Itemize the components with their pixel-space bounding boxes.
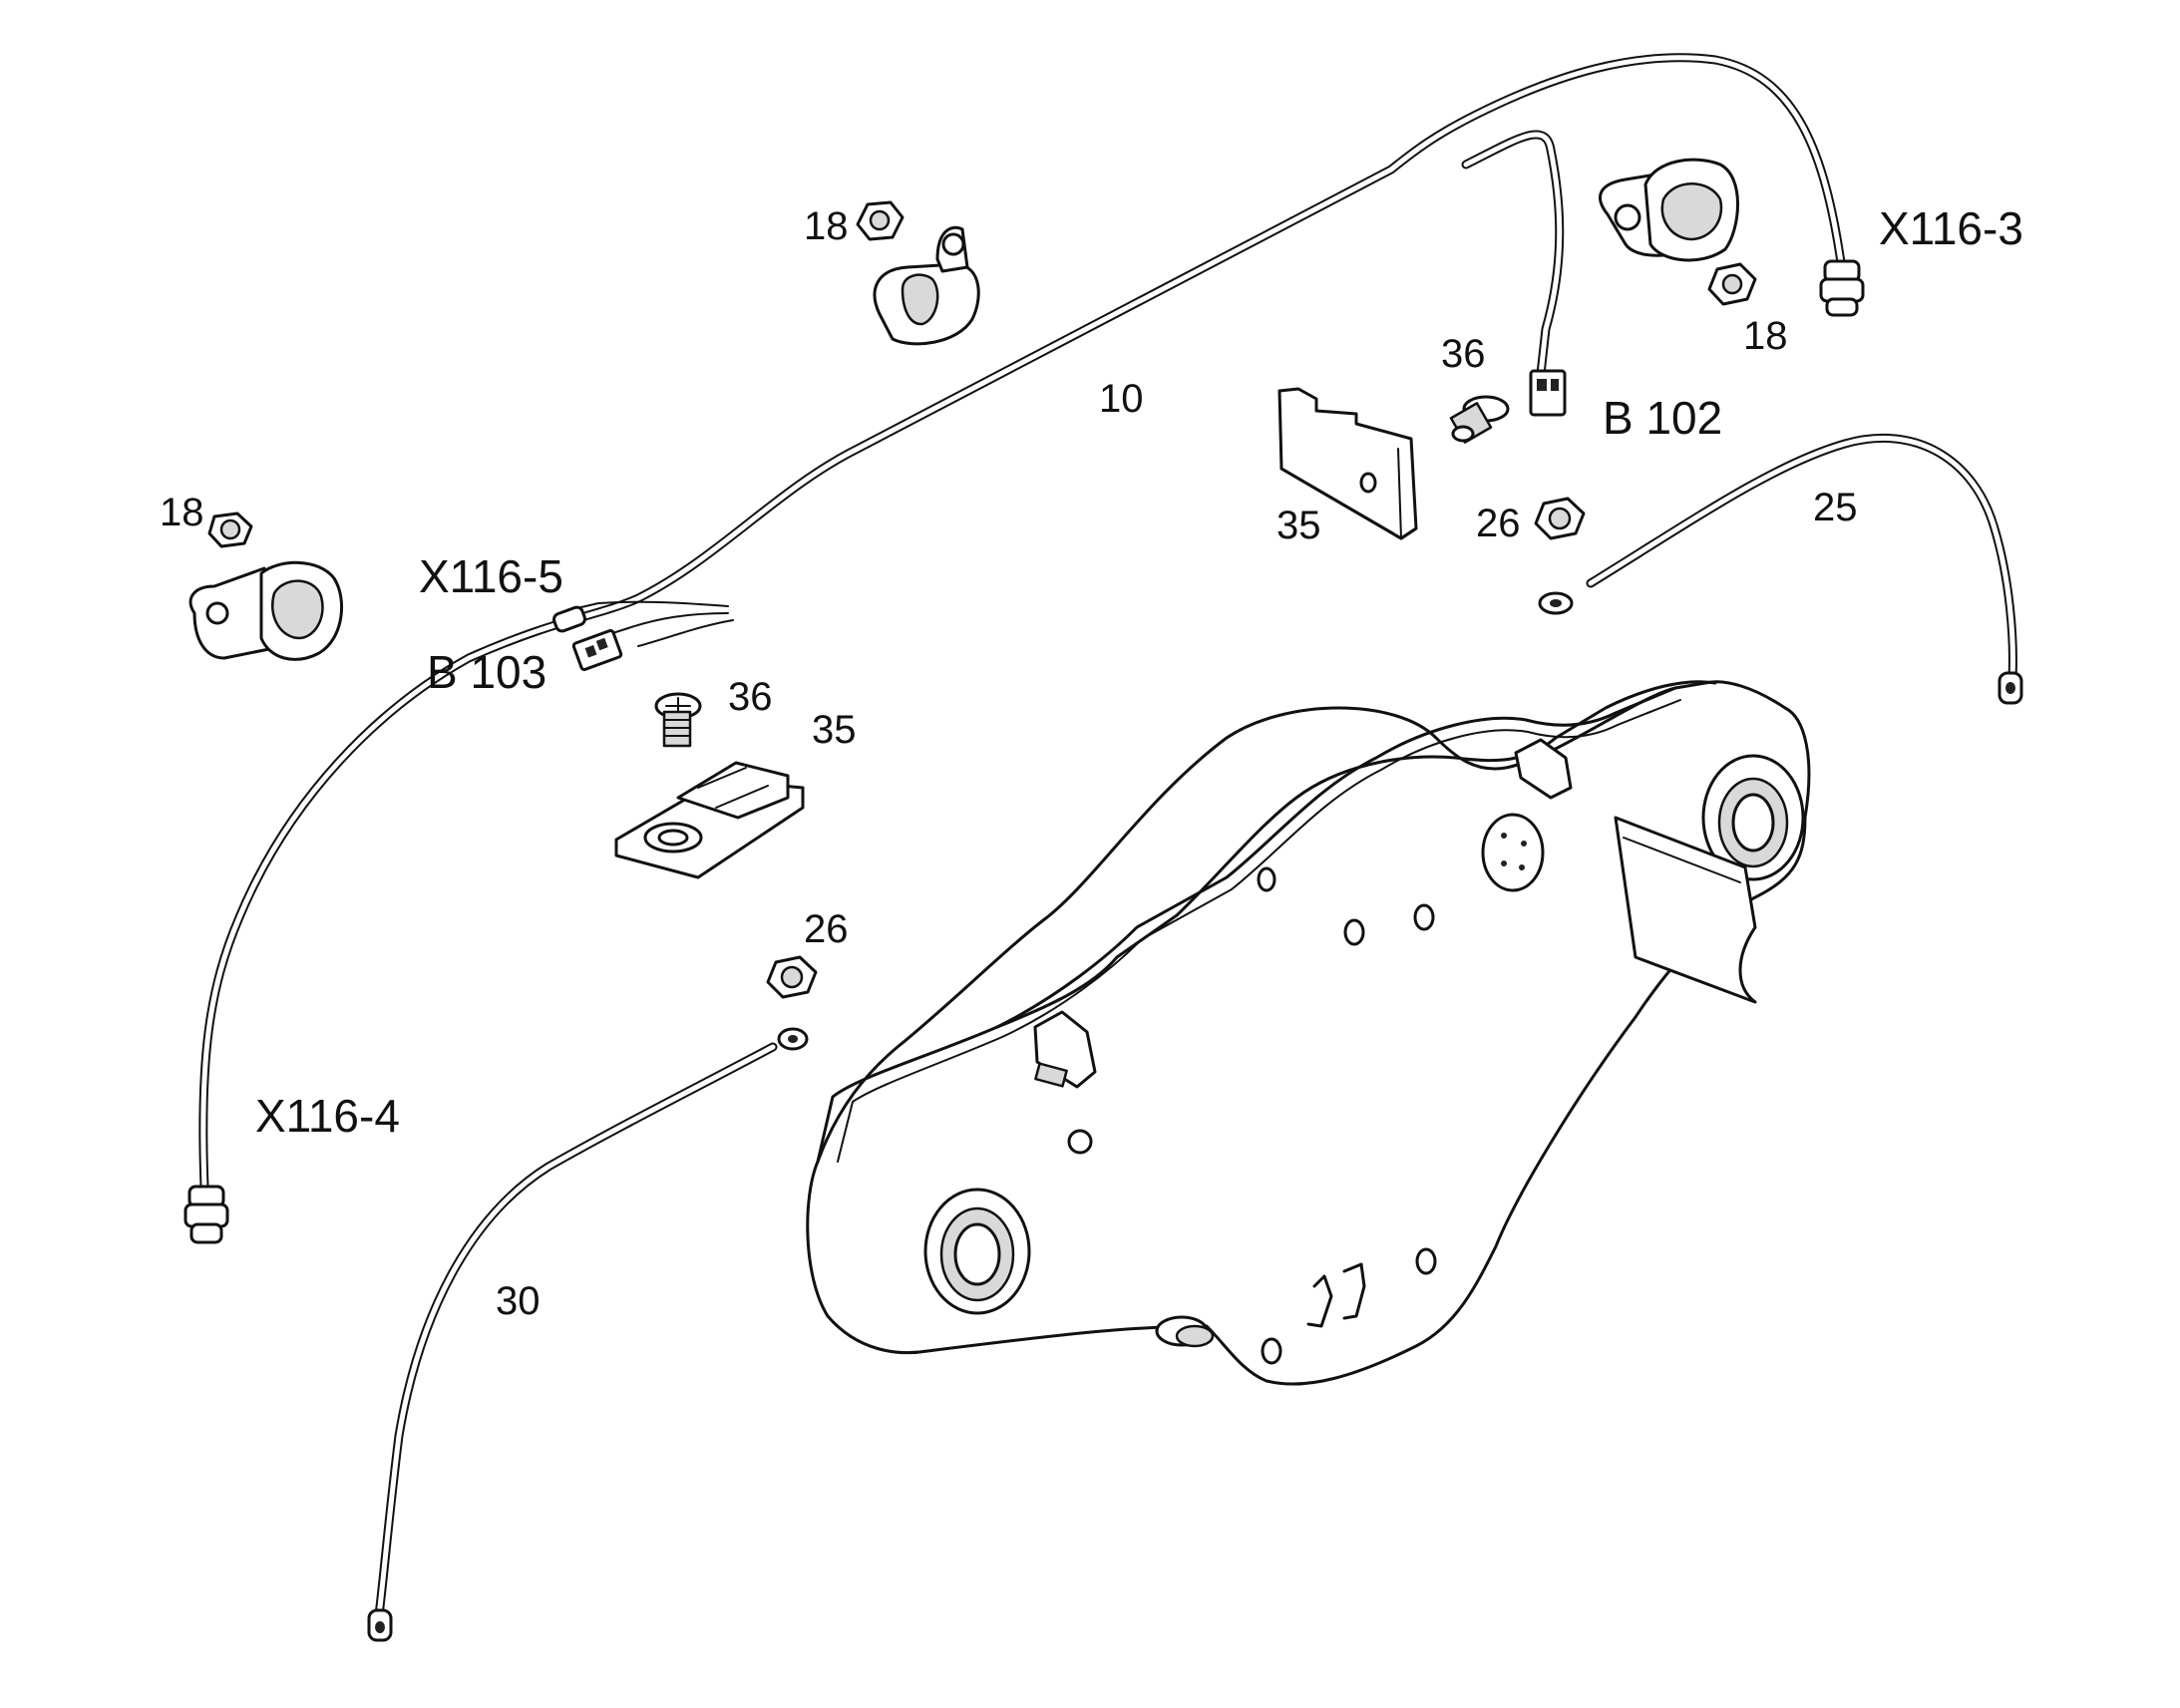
label-screw-lower: 36	[728, 675, 773, 719]
bracket-lower	[614, 761, 805, 879]
label-connector-x116-5: X116-5	[419, 550, 563, 602]
phillips-screw-lower	[654, 692, 702, 748]
hex-nut-top	[856, 200, 905, 241]
label-screw-upper: 36	[1441, 332, 1486, 376]
label-cable-25: 25	[1813, 486, 1858, 529]
connector-x116-4	[183, 1185, 229, 1244]
clamp-top	[873, 225, 980, 346]
label-sensor-b103: B 103	[427, 646, 546, 698]
label-cable-30: 30	[496, 1279, 541, 1323]
label-nut-26-upper: 26	[1476, 502, 1521, 545]
hex-nut-26-lower	[766, 955, 818, 999]
label-connector-x116-3: X116-3	[1879, 202, 2023, 254]
sensor-b102-connector	[1529, 369, 1567, 417]
wiring-harness-10	[198, 53, 1847, 1192]
label-nut-top: 18	[804, 204, 849, 248]
clamp-left	[188, 560, 344, 661]
label-sensor-b102: B 102	[1603, 392, 1722, 444]
countersunk-screw-upper	[1449, 395, 1510, 444]
label-harness-10: 10	[1099, 377, 1144, 421]
clamp-right	[1599, 158, 1739, 262]
label-nut-right: 18	[1743, 314, 1788, 358]
label-bracket-lower: 35	[812, 708, 857, 752]
bracket-plate-upper	[1277, 387, 1418, 540]
sensor-b103-connector	[571, 629, 623, 671]
connector-x116-3	[1819, 259, 1865, 317]
ground-cable-30	[367, 1027, 809, 1642]
hex-nut-left	[207, 512, 253, 548]
label-nut-left: 18	[160, 491, 204, 534]
ground-cable-25	[1538, 433, 2023, 705]
boom-arm-frame	[806, 680, 1811, 1386]
label-connector-x116-4: X116-4	[255, 1090, 400, 1142]
hex-nut-26-upper	[1534, 497, 1586, 540]
label-nut-26-lower: 26	[804, 907, 849, 951]
connector-x116-5	[552, 605, 586, 633]
label-bracket-upper: 35	[1276, 504, 1321, 547]
hex-nut-right	[1707, 262, 1757, 306]
